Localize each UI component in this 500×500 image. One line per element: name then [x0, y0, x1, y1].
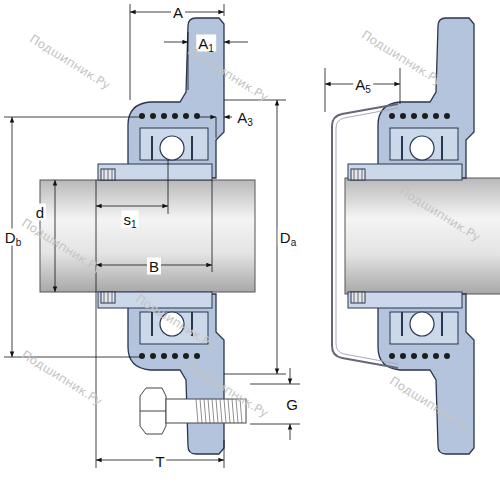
dimension-label: s1: [121, 211, 138, 228]
watermark: Подшипник.Ру: [185, 44, 271, 105]
watermark: Подшипник.Ру: [19, 348, 105, 409]
dimension-label: d: [34, 204, 46, 221]
dimension-lines: [4, 4, 400, 468]
dimension-label: B: [147, 258, 161, 275]
dimension-label: G: [284, 396, 300, 413]
watermark: Подшипник.Ру: [27, 32, 113, 93]
dimension-label: A3: [235, 109, 255, 126]
watermark: Подшипник.Ру: [19, 216, 105, 277]
dimension-label: A: [171, 4, 185, 21]
dimension-label: Db: [3, 229, 23, 246]
watermark: Подшипник.Ру: [387, 374, 473, 435]
dimension-label: A5: [353, 76, 373, 93]
watermark: Подшипник.Ру: [133, 292, 219, 353]
watermark: Подшипник.Ру: [185, 360, 271, 421]
dimension-label: Da: [278, 229, 298, 246]
watermark: Подшипник.Ру: [397, 184, 483, 245]
dimension-label: T: [153, 453, 166, 470]
